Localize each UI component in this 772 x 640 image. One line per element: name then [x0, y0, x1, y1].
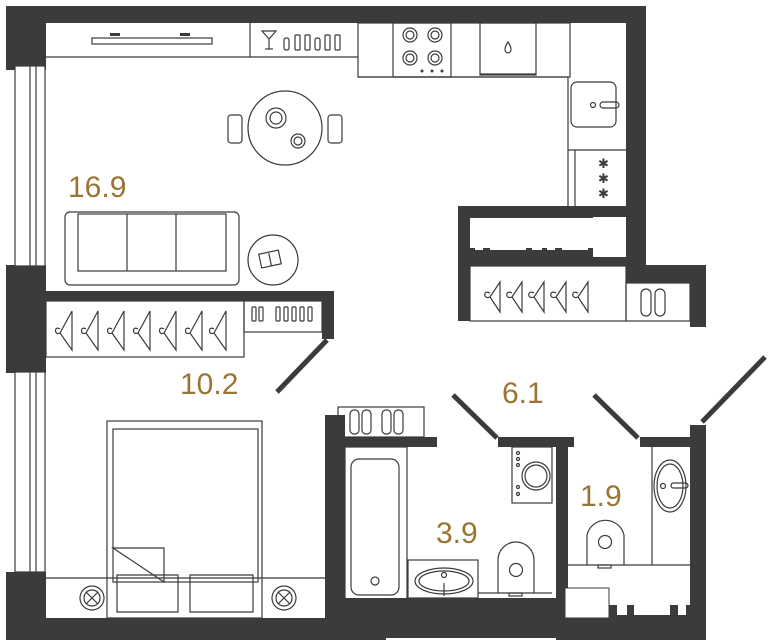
slippers-icon [625, 282, 691, 322]
coffee-table-icon [247, 234, 299, 286]
nightstand-lamps-icon [79, 585, 297, 611]
washbasin-icon [407, 559, 479, 599]
washing-machine-icon [511, 446, 553, 504]
doors [275, 338, 767, 440]
sofa-icon [64, 211, 240, 286]
room-area-bathroom: 3.9 [436, 517, 478, 550]
double-bed-icon [46, 420, 325, 619]
dining-table-icon [227, 90, 343, 166]
tv-unit-icon [91, 33, 213, 45]
kitchen-sink-icon [570, 81, 620, 128]
fridge-icon [479, 22, 537, 76]
bathtub-icon [344, 446, 408, 600]
toilet-icon [478, 541, 552, 597]
room-area-living-kitchen: 16.9 [68, 171, 127, 204]
room-area-toilet: 1.9 [580, 480, 622, 513]
bar-shelf-icon [260, 30, 341, 51]
walls [6, 6, 706, 640]
cooktop-icon [392, 22, 452, 78]
shoe-shelf-icon [337, 406, 425, 438]
washbasin-2-icon [653, 459, 689, 513]
oven-icon: ✱ ✱ ✱ [598, 157, 609, 202]
bedroom-wardrobe-icon [45, 300, 323, 358]
svg-text:✱: ✱ [598, 172, 609, 187]
svg-text:✱: ✱ [598, 187, 609, 202]
windows [14, 65, 46, 573]
svg-text:✱: ✱ [598, 157, 609, 172]
room-area-hallway: 6.1 [502, 377, 544, 410]
toilet-2-icon [568, 447, 690, 569]
room-area-bedroom: 10.2 [180, 368, 239, 401]
hallway-wardrobe-icon [469, 265, 627, 322]
